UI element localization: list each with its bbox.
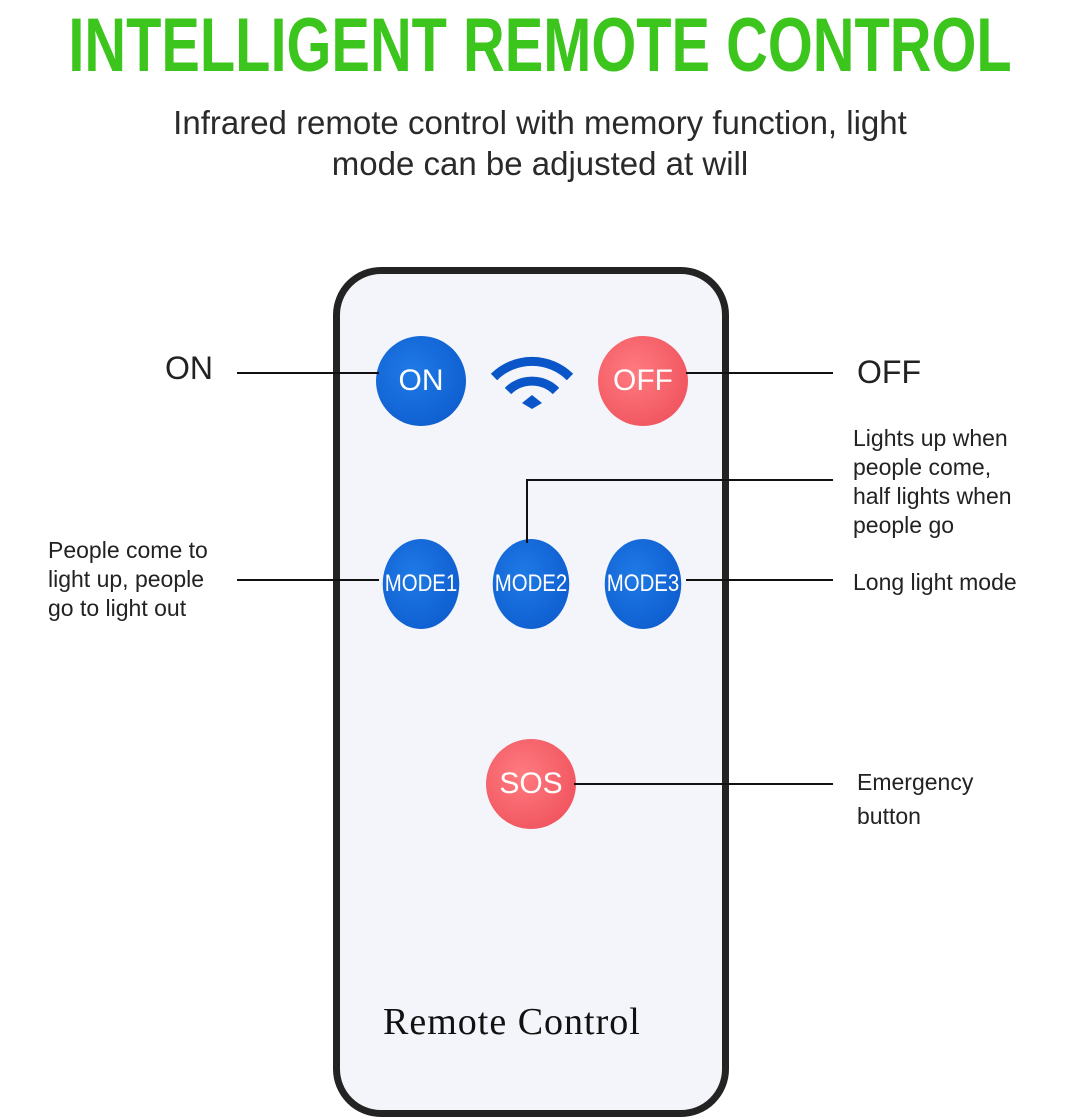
sos-label: Emergency button <box>857 765 973 833</box>
sos-button[interactable]: SOS <box>486 739 576 829</box>
subtitle: Infrared remote control with memory func… <box>0 102 1080 184</box>
remote-caption: Remote Control <box>383 1001 641 1043</box>
label-line: people go <box>853 512 955 538</box>
mode2-leader-horizontal <box>526 479 833 481</box>
off-label: OFF <box>857 354 921 390</box>
mode3-leader-line <box>686 579 833 581</box>
label-line: People come to <box>48 537 208 563</box>
label-line: Lights up when <box>853 425 1008 451</box>
label-line: Emergency <box>857 769 974 795</box>
on-button[interactable]: ON <box>376 336 466 426</box>
mode2-button[interactable]: MODE2 <box>492 539 570 629</box>
wifi-icon <box>490 356 574 409</box>
label-line: half lights when <box>853 483 1012 509</box>
mode3-button[interactable]: MODE3 <box>604 539 682 629</box>
mode2-label: Lights up when people come, half lights wh… <box>853 424 1012 540</box>
page-title: INTELLIGENT REMOTE CONTROL <box>68 3 1012 88</box>
mode1-button[interactable]: MODE1 <box>382 539 460 629</box>
label-line: button <box>857 803 921 829</box>
mode2-leader-vertical <box>526 479 528 543</box>
subtitle-line: mode can be adjusted at will <box>331 145 749 182</box>
off-button[interactable]: OFF <box>598 336 688 426</box>
off-leader-line <box>686 372 833 374</box>
mode1-leader-line <box>237 579 379 581</box>
label-line: go to light out <box>48 595 187 621</box>
sos-leader-line <box>574 783 833 785</box>
on-label: ON <box>165 350 213 386</box>
label-line: light up, people <box>48 566 205 592</box>
mode3-label: Long light mode <box>853 569 1017 595</box>
mode1-label: People come to light up, people go to ligh… <box>48 536 208 623</box>
on-leader-line <box>237 372 379 374</box>
subtitle-line: Infrared remote control with memory func… <box>173 104 907 141</box>
label-line: people come, <box>853 454 992 480</box>
